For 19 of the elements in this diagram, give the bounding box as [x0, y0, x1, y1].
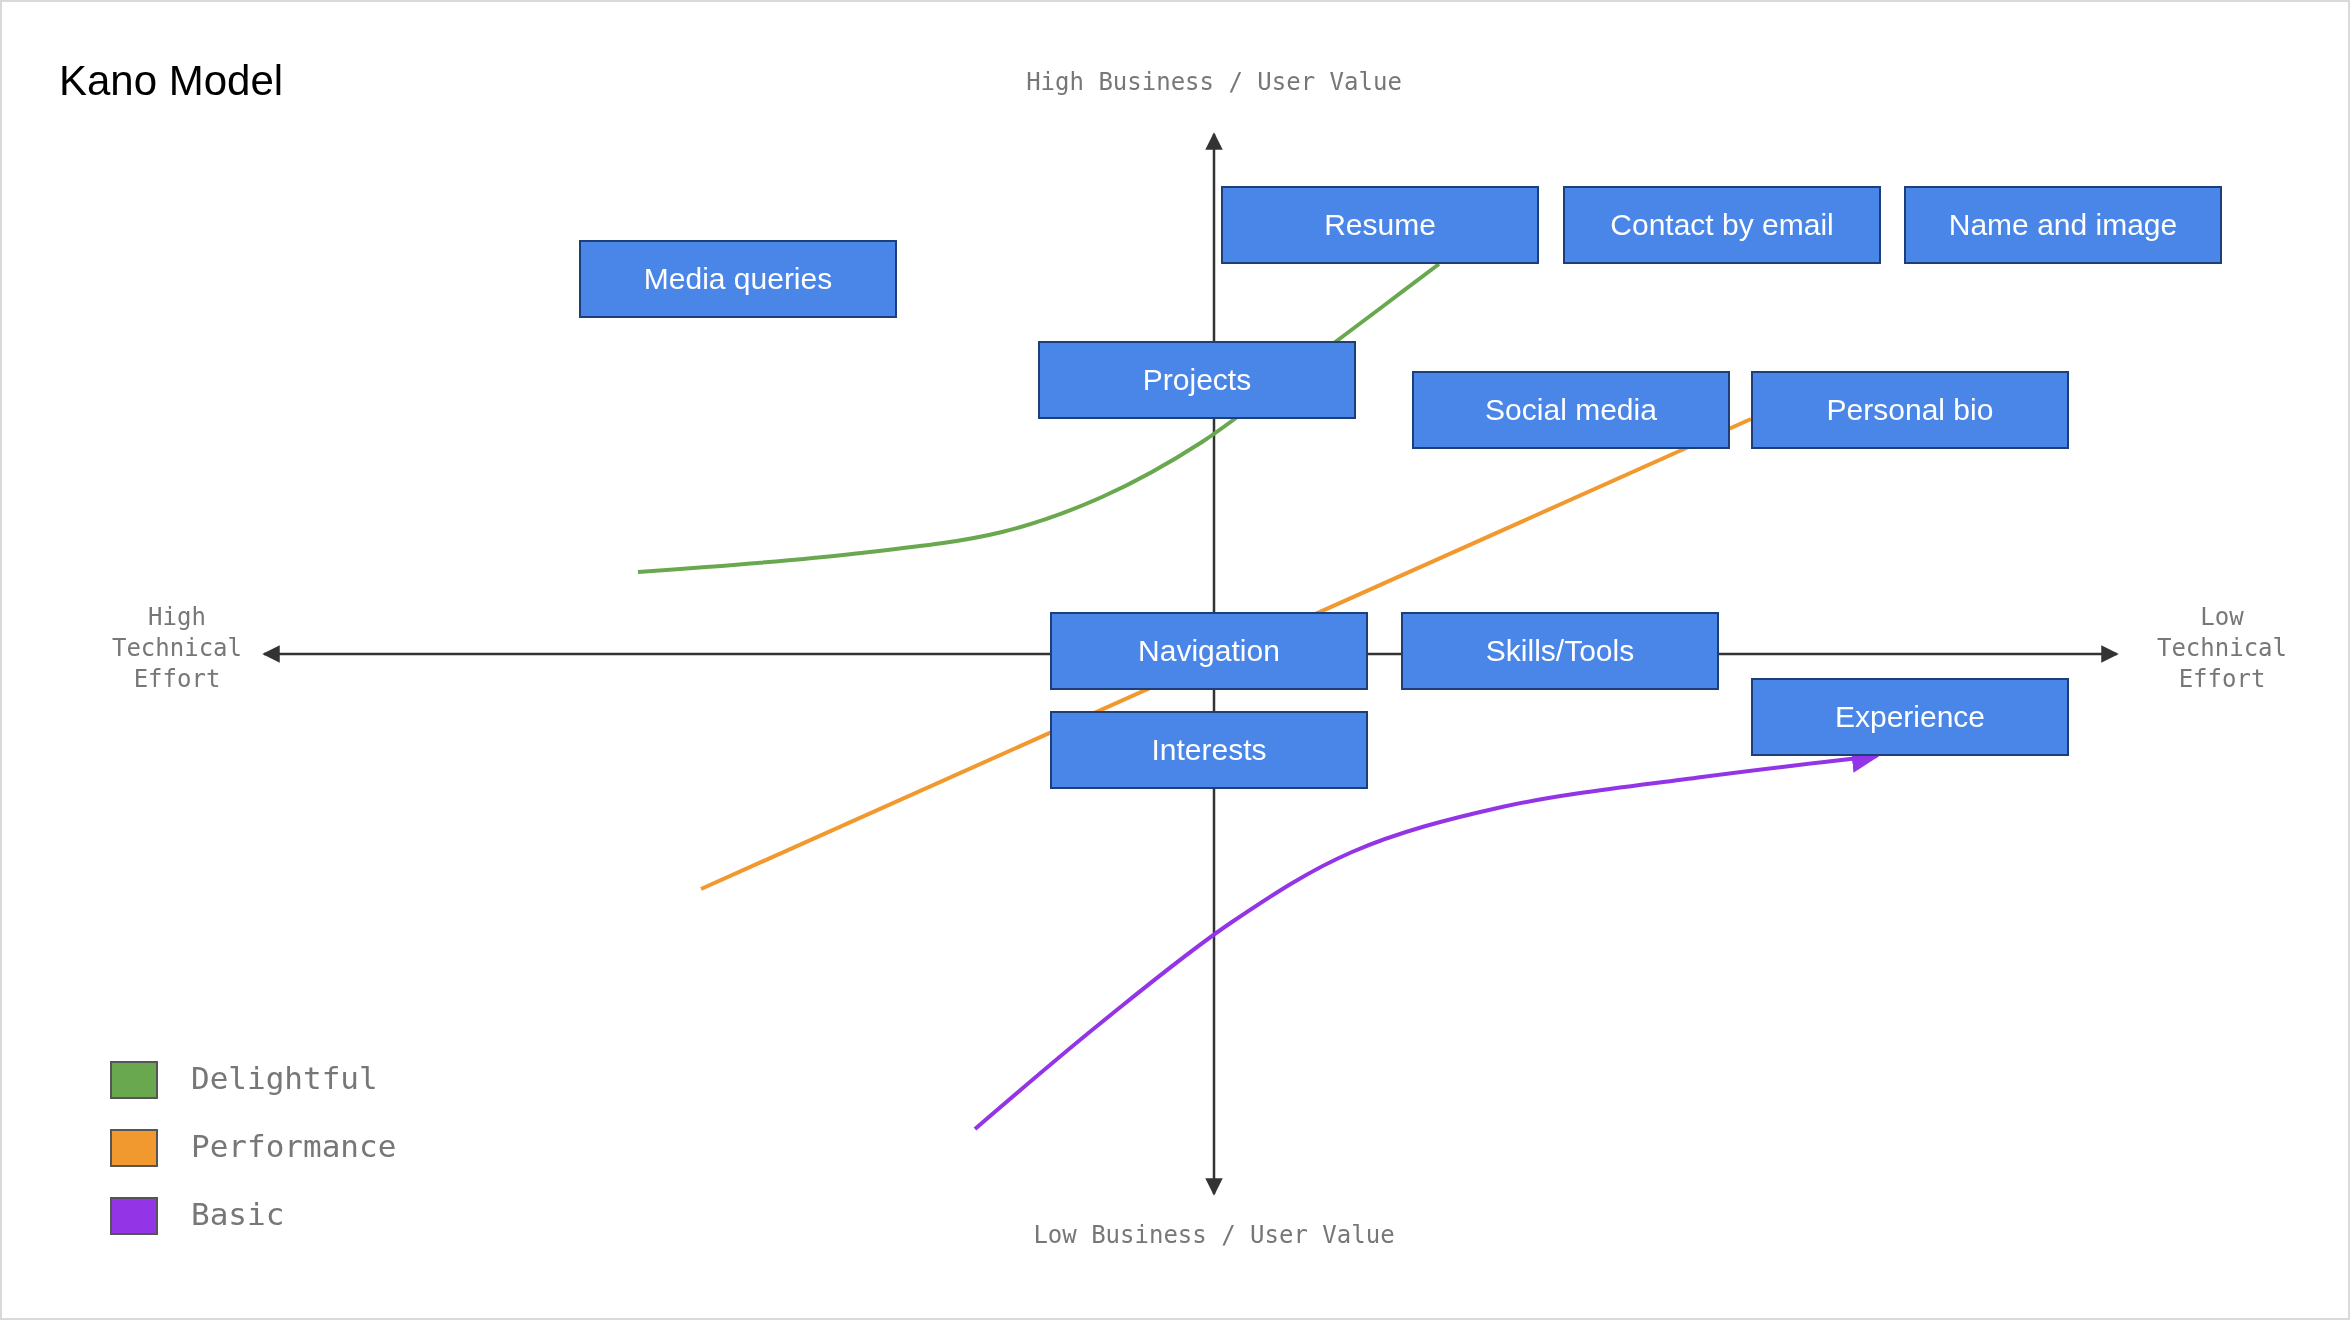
- feature-box: Social media: [1412, 371, 1730, 449]
- feature-box: Resume: [1221, 186, 1539, 264]
- legend-label: Basic: [191, 1196, 285, 1232]
- axis-label: High Business / User Value: [1025, 67, 1403, 98]
- legend-label: Delightful: [191, 1060, 378, 1096]
- legend-label: Performance: [191, 1128, 397, 1164]
- title: Kano Model: [59, 57, 284, 105]
- feature-box: Contact by email: [1563, 186, 1881, 264]
- feature-box: Navigation: [1050, 612, 1368, 690]
- feature-box: Name and image: [1904, 186, 2222, 264]
- feature-box: Media queries: [579, 240, 897, 318]
- axis-label: High Technical Effort: [110, 602, 243, 696]
- feature-box: Projects: [1038, 341, 1356, 419]
- feature-box: Experience: [1751, 678, 2069, 756]
- axis-label: Low Business / User Value: [1032, 1220, 1396, 1251]
- axis-label: Low Technical Effort: [2155, 602, 2288, 696]
- feature-box: Interests: [1050, 711, 1368, 789]
- feature-box: Skills/Tools: [1401, 612, 1719, 690]
- feature-box: Personal bio: [1751, 371, 2069, 449]
